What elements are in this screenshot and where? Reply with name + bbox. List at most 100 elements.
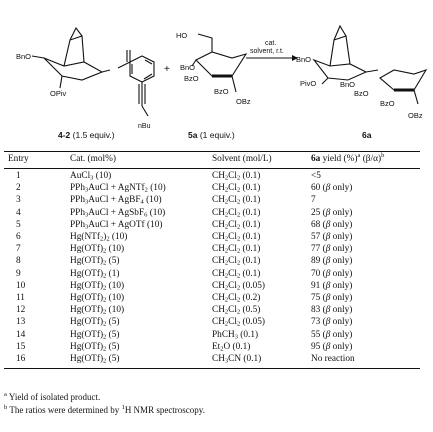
product-id: 6a	[362, 130, 372, 140]
entry-cell: 4	[16, 207, 21, 218]
yield-cell: 55 (β only)	[311, 329, 353, 340]
catalyst-cell: Hg(OTf)2 (10)	[70, 280, 125, 292]
entry-cell: 8	[16, 256, 21, 267]
table-header-row: Entry Cat. (mol%) Solvent (mol/L) 6a yie…	[4, 152, 420, 165]
footnote-a-text: Yield of isolated product.	[8, 392, 101, 402]
reagent2-bno-label: BnO	[180, 63, 195, 72]
catalyst-cell: Hg(OTf)2 (5)	[70, 341, 120, 353]
solvent-cell: CH3CN (0.1)	[212, 354, 262, 365]
solvent-cell: CH2Cl2 (0.1)	[212, 195, 261, 206]
arrow-condition-top: cat.	[265, 40, 276, 47]
entry-cell: 15	[16, 341, 26, 352]
header-solvent: Solvent (mol/L)	[212, 154, 272, 164]
solvent-cell: CH2Cl2 (0.1)	[212, 171, 261, 182]
table-row: 1 AuCl3 (10) CH2Cl2 (0.1) <5	[4, 171, 420, 182]
solvent-cell: CH2Cl2 (0.5)	[212, 305, 261, 316]
reagent2-obz-label: OBz	[236, 97, 251, 106]
catalyst-cell: Hg(NTf2)2 (10)	[70, 232, 128, 243]
yield-cell: 68 (β only)	[311, 219, 353, 230]
header-yield: 6a yield (%)a (β/α)b	[311, 152, 385, 165]
reagent2-ho-label: HO	[176, 31, 187, 40]
catalyst-cell: Hg(OTf)2 (5)	[70, 354, 120, 365]
header-entry: Entry	[8, 154, 29, 164]
entry-cell: 7	[16, 244, 21, 255]
entry-cell: 2	[16, 183, 21, 194]
yield-cell: 95 (β only)	[311, 341, 353, 352]
reagent2-caption: 5a (1 equiv.)	[188, 130, 235, 140]
yield-cell: 57 (β only)	[311, 232, 353, 242]
product-bzo2-label: BzO	[380, 99, 395, 108]
yield-cell: 60 (β only)	[311, 183, 353, 194]
entry-cell: 9	[16, 268, 21, 279]
catalyst-cell: AuCl3 (10)	[70, 171, 112, 182]
entry-cell: 12	[16, 305, 26, 316]
yield-cell: 25 (β only)	[311, 207, 353, 218]
product-bno-label: BnO	[296, 55, 311, 64]
entry-cell: 16	[16, 354, 26, 364]
product-bno2-label: BnO	[340, 80, 355, 89]
table-bottom-rule	[4, 368, 420, 370]
reagent-4-2-structure	[31, 26, 155, 117]
entry-cell: 13	[16, 317, 26, 328]
yield-cell: 89 (β only)	[311, 256, 353, 267]
entry-cell: 1	[16, 171, 21, 181]
catalyst-cell: PPh3AuCl + AgOTf (10)	[70, 219, 163, 231]
product-obz-label: OBz	[408, 111, 423, 120]
header-yield-compound: 6a	[311, 154, 321, 164]
header-yield-text: yield (%)	[320, 154, 358, 164]
footnote-b-text: The ratios were determined by 1H NMR spe…	[9, 404, 205, 415]
reagent2-id: 5a	[188, 130, 198, 140]
reaction-scheme-drawing: BnO OPiv nBu + HO BnO BzO BzO OBz cat. s…	[16, 24, 428, 130]
product-caption: 6a	[362, 130, 371, 140]
reagent2-amount: (1 equiv.)	[199, 130, 235, 140]
reagent1-caption: 4-2 (1.5 equiv.)	[58, 130, 115, 140]
footnote-b: b The ratios were determined by 1H NMR s…	[4, 404, 205, 415]
catalyst-cell: Hg(OTf)2 (10)	[70, 293, 125, 304]
header-ratio-text: (β/α)	[360, 154, 382, 164]
reagent1-nbu-label: nBu	[138, 123, 151, 130]
solvent-cell: CH2Cl2 (0.1)	[212, 183, 261, 194]
yield-cell: 91 (β only)	[311, 280, 353, 291]
footnote-a: a Yield of isolated product.	[4, 391, 101, 402]
solvent-cell: CH2Cl2 (0.1)	[212, 268, 261, 280]
footnote-a-mark: a	[4, 391, 7, 398]
header-yield-footnote-mark: a	[357, 152, 361, 159]
entry-cell: 3	[16, 195, 21, 206]
footnote-b-mark: b	[4, 404, 8, 411]
solvent-cell: CH2Cl2 (0.1)	[212, 219, 261, 231]
solvent-cell: PhCH3 (0.1)	[212, 329, 259, 341]
reaction-arrow	[246, 55, 298, 61]
table-top-rule	[4, 151, 420, 152]
table-header-rule	[4, 168, 420, 169]
reagent2-bzo2-label: BzO	[214, 87, 229, 96]
entry-cell: 11	[16, 293, 25, 303]
reagent1-amount: (1.5 equiv.)	[72, 130, 115, 140]
product-6a-structure	[312, 24, 428, 105]
solvent-cell: CH2Cl2 (0.1)	[212, 256, 261, 267]
entry-cell: 10	[16, 280, 26, 291]
reagent1-bno-label: BnO	[16, 52, 31, 61]
reagent-5a-structure	[191, 33, 248, 93]
yield-cell: 75 (β only)	[311, 293, 353, 303]
solvent-cell: CH2Cl2 (0.1)	[212, 207, 261, 219]
arrow-condition-bottom: solvent, r.t.	[250, 48, 284, 55]
yield-cell: <5	[311, 171, 321, 181]
header-ratio-footnote-mark: b	[381, 152, 385, 159]
reaction-scheme: BnO OPiv nBu + HO BnO BzO BzO OBz cat. s…	[0, 0, 433, 146]
reagent1-id: 4-2	[58, 130, 71, 140]
yield-cell: 83 (β only)	[311, 305, 353, 316]
catalyst-cell: Hg(OTf)2 (1)	[70, 268, 120, 280]
